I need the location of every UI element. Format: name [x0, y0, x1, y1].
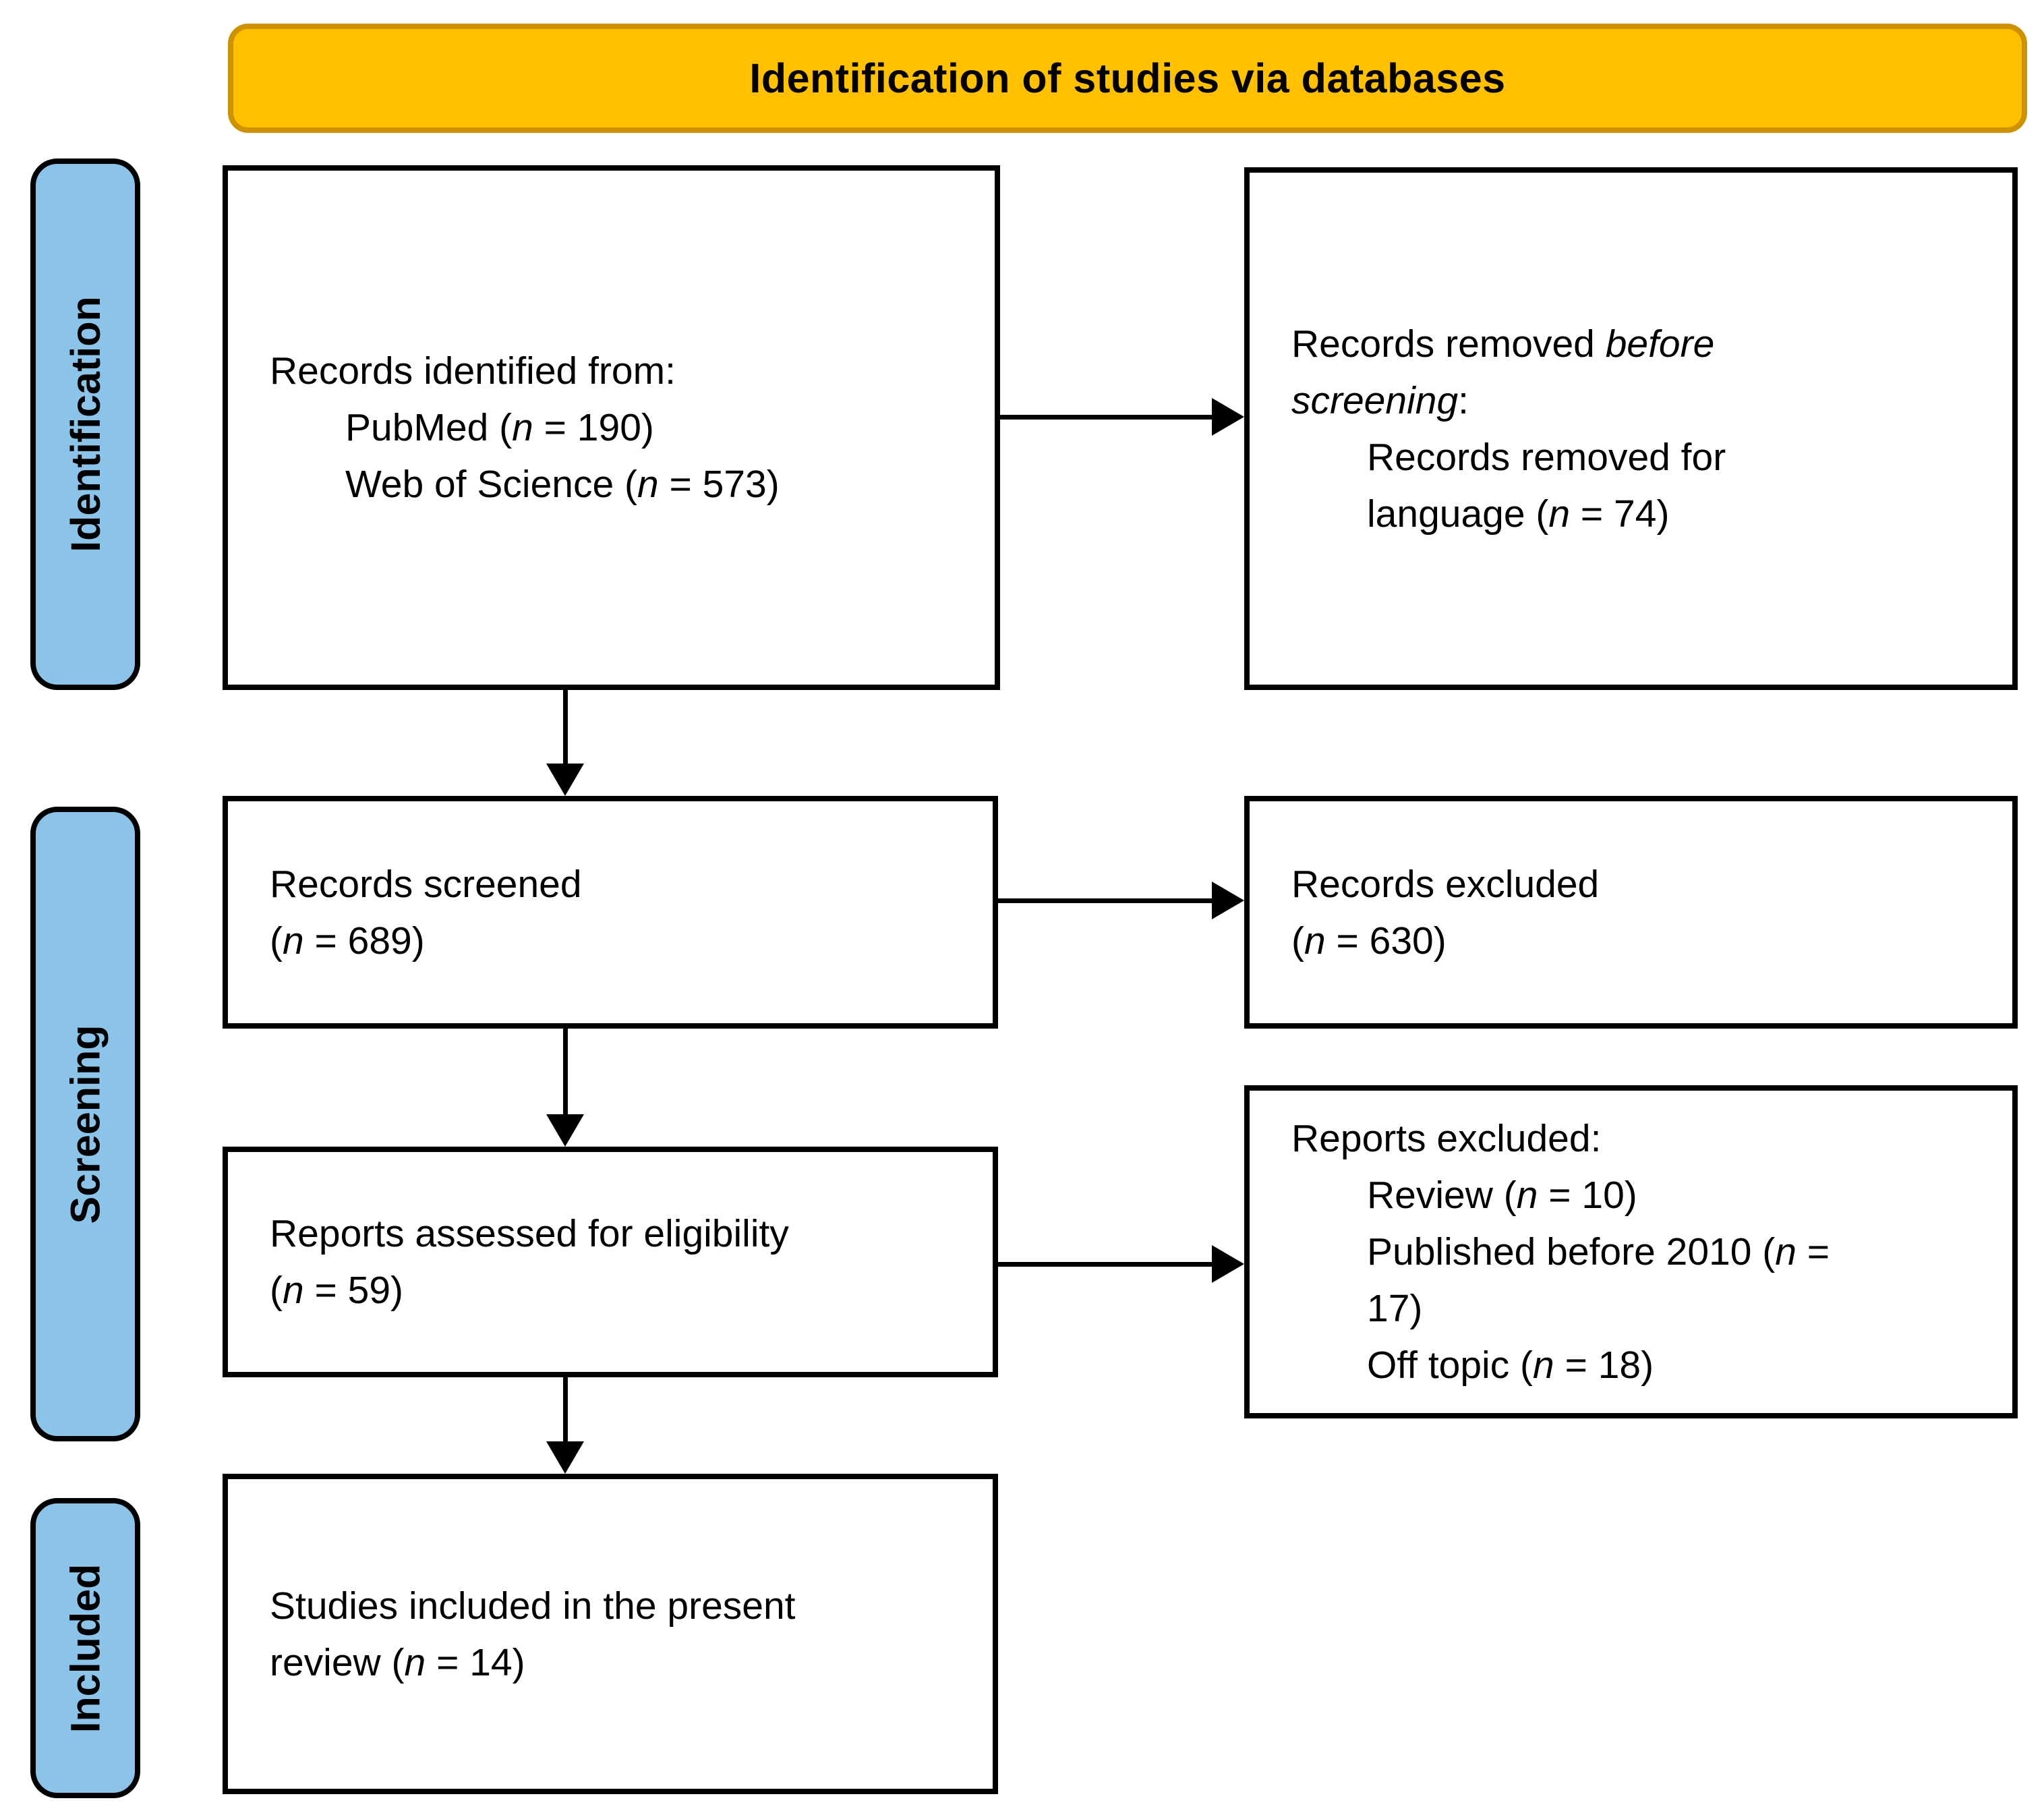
text-line: review (n = 14) — [270, 1640, 525, 1684]
text-line: PubMed (n = 190) — [345, 406, 654, 449]
stage-identification-label: Identification — [62, 296, 109, 552]
arrowhead-down-icon — [546, 1441, 584, 1474]
arrowhead-right-icon — [1212, 1245, 1244, 1283]
text-line: Records removed for — [1367, 435, 1726, 479]
box-records-excluded: Records excluded (n = 630) — [1244, 796, 2018, 1029]
box-studies-included: Studies included in the present review (… — [223, 1474, 998, 1794]
text-line: language (n = 74) — [1367, 492, 1670, 536]
text-line: Review (n = 10) — [1367, 1174, 1637, 1217]
banner-title: Identification of studies via databases — [749, 55, 1506, 101]
box-reports-assessed: Reports assessed for eligibility (n = 59… — [223, 1147, 998, 1377]
arrow-screened-to-assessed — [546, 1029, 584, 1147]
arrow-shaft — [998, 1262, 1215, 1267]
arrow-assessed-to-included — [546, 1377, 584, 1474]
arrow-assessed-to-reports-excluded — [998, 1245, 1244, 1283]
text-line: Reports excluded: — [1291, 1117, 1602, 1160]
text-line: Published before 2010 (n = — [1367, 1230, 1830, 1273]
text-line: (n = 630) — [1291, 919, 1447, 962]
box-records-identified: Records identified from: PubMed (n = 190… — [223, 165, 1000, 690]
arrowhead-down-icon — [546, 1114, 584, 1147]
text-line: Records screened — [270, 862, 582, 906]
text-line: Reports assessed for eligibility — [270, 1212, 789, 1255]
arrow-identified-to-screened — [546, 690, 584, 796]
arrow-shaft — [998, 898, 1215, 903]
text-line: (n = 689) — [270, 919, 425, 962]
text-line: (n = 59) — [270, 1269, 404, 1312]
arrowhead-right-icon — [1212, 882, 1244, 919]
text-line: Records excluded — [1291, 862, 1600, 906]
banner: Identification of studies via databases — [228, 24, 2027, 133]
stage-screening-label: Screening — [62, 1025, 109, 1224]
stage-included-label: Included — [62, 1563, 109, 1733]
text-line: Records removed before — [1291, 322, 1715, 366]
text-line: Off topic (n = 18) — [1367, 1344, 1654, 1387]
text-line: Studies included in the present — [270, 1584, 796, 1628]
text-line: 17) — [1367, 1287, 1423, 1330]
stage-screening: Screening — [30, 807, 140, 1441]
arrowhead-down-icon — [546, 764, 584, 796]
stage-included: Included — [30, 1498, 140, 1798]
text-line: Records identified from: — [270, 349, 676, 393]
arrow-identified-to-removed — [1000, 398, 1244, 436]
stage-identification: Identification — [30, 159, 140, 690]
arrow-shaft — [563, 1377, 568, 1443]
box-records-removed: Records removed before screening: Record… — [1244, 167, 2018, 690]
box-reports-excluded: Reports excluded: Review (n = 10) Publis… — [1244, 1085, 2018, 1418]
text-line: screening: — [1291, 378, 1469, 422]
arrow-screened-to-excluded — [998, 882, 1244, 919]
box-records-screened: Records screened (n = 689) — [223, 796, 998, 1029]
arrow-shaft — [563, 690, 568, 766]
text-line: Web of Science (n = 573) — [345, 463, 780, 506]
arrow-shaft — [563, 1029, 568, 1116]
arrow-shaft — [1000, 415, 1215, 420]
arrowhead-right-icon — [1212, 398, 1244, 436]
